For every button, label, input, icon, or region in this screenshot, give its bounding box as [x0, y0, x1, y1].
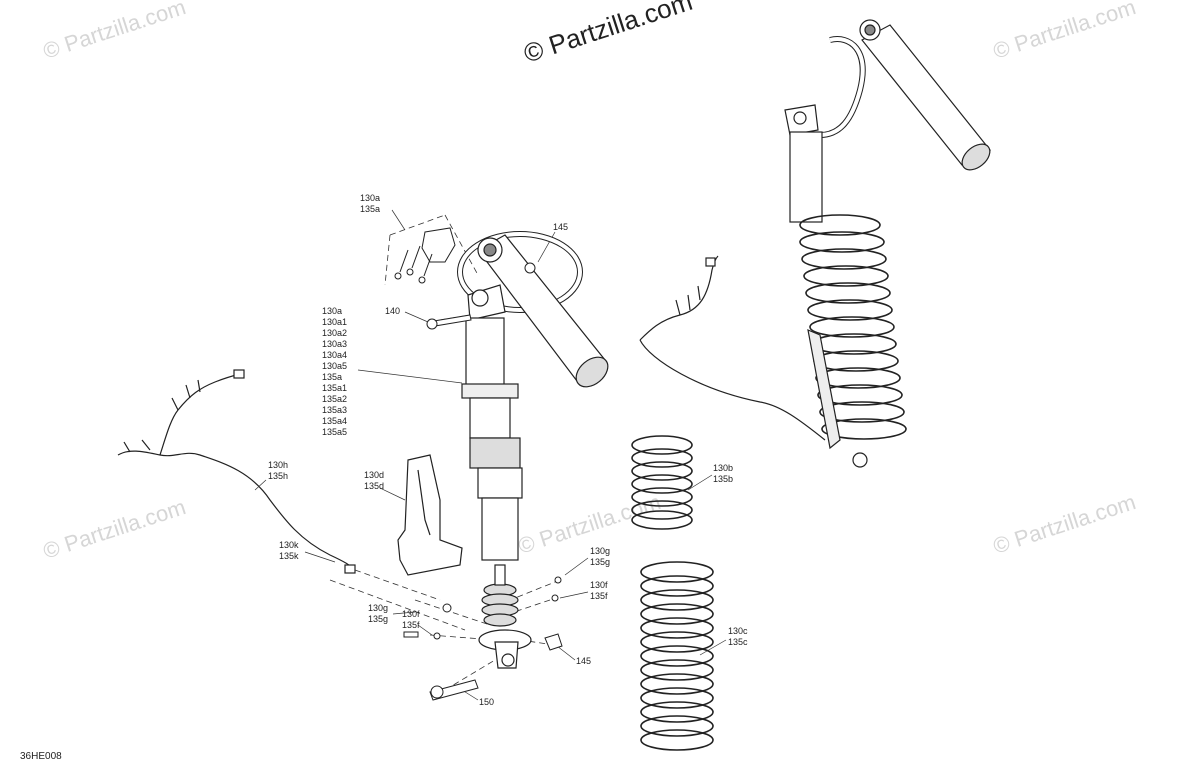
callout-150: 150 [479, 697, 495, 707]
callout-130g-135g-right: 130g 135g [590, 546, 611, 567]
callout-130a-group: 130a 130a1 130a2 130a3 130a4 130a5 135a … [322, 306, 348, 437]
callout-130d-135d: 130d 135d [364, 470, 385, 491]
wire-harness-right [639, 255, 826, 441]
callout-130f-135f-left: 130f 135f [402, 609, 420, 630]
callout-130a-135a: 130a 135a [360, 193, 381, 214]
callout-130f-135f-right: 130f 135f [590, 580, 608, 601]
shock-assembly-installed [784, 19, 991, 468]
callout-130b-135b: 130b 135b [713, 463, 734, 484]
spring-lower [640, 561, 714, 751]
callout-140: 140 [385, 306, 401, 316]
callout-130h-135h: 130h 135h [268, 460, 289, 481]
shock-absorber-front [457, 231, 609, 669]
spring-upper [631, 435, 693, 530]
callout-145-bottom: 145 [576, 656, 592, 666]
callout-130c-135c: 130c 135c [728, 626, 748, 647]
hardware-bottom [403, 262, 563, 701]
diagram-code: 36HE008 [20, 751, 62, 762]
callout-130k-135k: 130k 135k [279, 540, 299, 561]
callout-145-top: 145 [553, 222, 569, 232]
callout-130g-135g-left: 130g 135g [368, 603, 389, 624]
shock-guard [397, 454, 463, 576]
wire-harness-left [117, 369, 356, 574]
mounting-bracket-upper [394, 227, 456, 284]
